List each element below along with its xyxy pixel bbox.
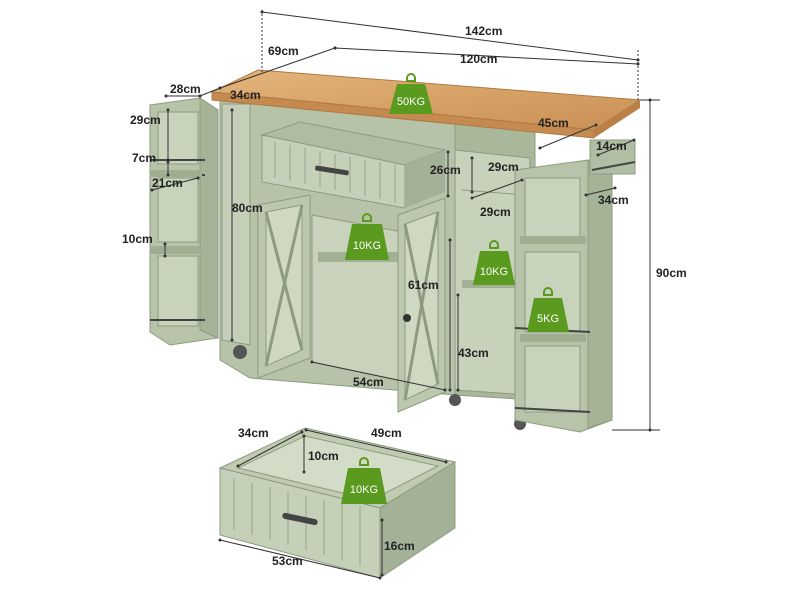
- dim-towel-bar: 14cm: [596, 139, 627, 153]
- weight-icon: [389, 73, 433, 114]
- weight-icon: [473, 240, 515, 285]
- dim-right-compartment-depth: 29cm: [480, 205, 511, 219]
- dim-side-shelf-depth: 21cm: [152, 176, 183, 190]
- weight-icon: [341, 457, 387, 504]
- dim-cabinet-height: 61cm: [408, 278, 439, 292]
- weight-icon: [527, 287, 569, 332]
- dim-drawer-outer-width: 53cm: [272, 554, 303, 568]
- dim-total-width: 142cm: [465, 24, 503, 38]
- right-side-shelf-unit: [514, 139, 636, 433]
- weight-icon: [345, 213, 389, 260]
- dim-side-top-height: 29cm: [130, 113, 161, 127]
- dim-side-shelf-width: 28cm: [170, 82, 201, 96]
- dim-side-depth: 34cm: [230, 88, 261, 102]
- dim-rail-gap: 7cm: [132, 151, 157, 165]
- dimension-lines: [150, 10, 660, 580]
- dim-right-side-depth: 34cm: [598, 193, 629, 207]
- dim-drawer-depth: 34cm: [238, 426, 269, 440]
- weight-label-drawer: 10KG: [349, 484, 379, 496]
- dim-body-height: 80cm: [232, 201, 263, 215]
- dim-side-lower-height: 10cm: [122, 232, 153, 246]
- weight-label-side-shelf: 5KG: [536, 313, 559, 325]
- dim-cabinet-width: 54cm: [353, 375, 384, 389]
- dim-right-compartment-lower: 43cm: [458, 346, 489, 360]
- upper-drawer: [260, 121, 447, 209]
- dim-leaf-depth: 69cm: [268, 44, 299, 58]
- dim-drawer-inner-width: 49cm: [371, 426, 402, 440]
- dim-drawer-outer-height: 16cm: [384, 539, 415, 553]
- weight-label-cabinet-shelf: 10KG: [352, 240, 382, 252]
- dim-drawer-height: 26cm: [430, 163, 461, 177]
- weight-badges: [341, 73, 569, 504]
- cabinet-doors: [257, 194, 446, 413]
- dim-right-compartment-height: 29cm: [488, 160, 519, 174]
- left-side-shelf-unit: [149, 97, 219, 346]
- dim-drawer-inner-height: 10cm: [308, 449, 339, 463]
- dim-overall-height: 90cm: [656, 266, 687, 280]
- dim-top-width: 120cm: [460, 52, 498, 66]
- weight-label-top: 50KG: [396, 96, 426, 108]
- dim-drawer-width: 45cm: [538, 116, 569, 130]
- weight-label-right-shelf: 10KG: [479, 266, 509, 278]
